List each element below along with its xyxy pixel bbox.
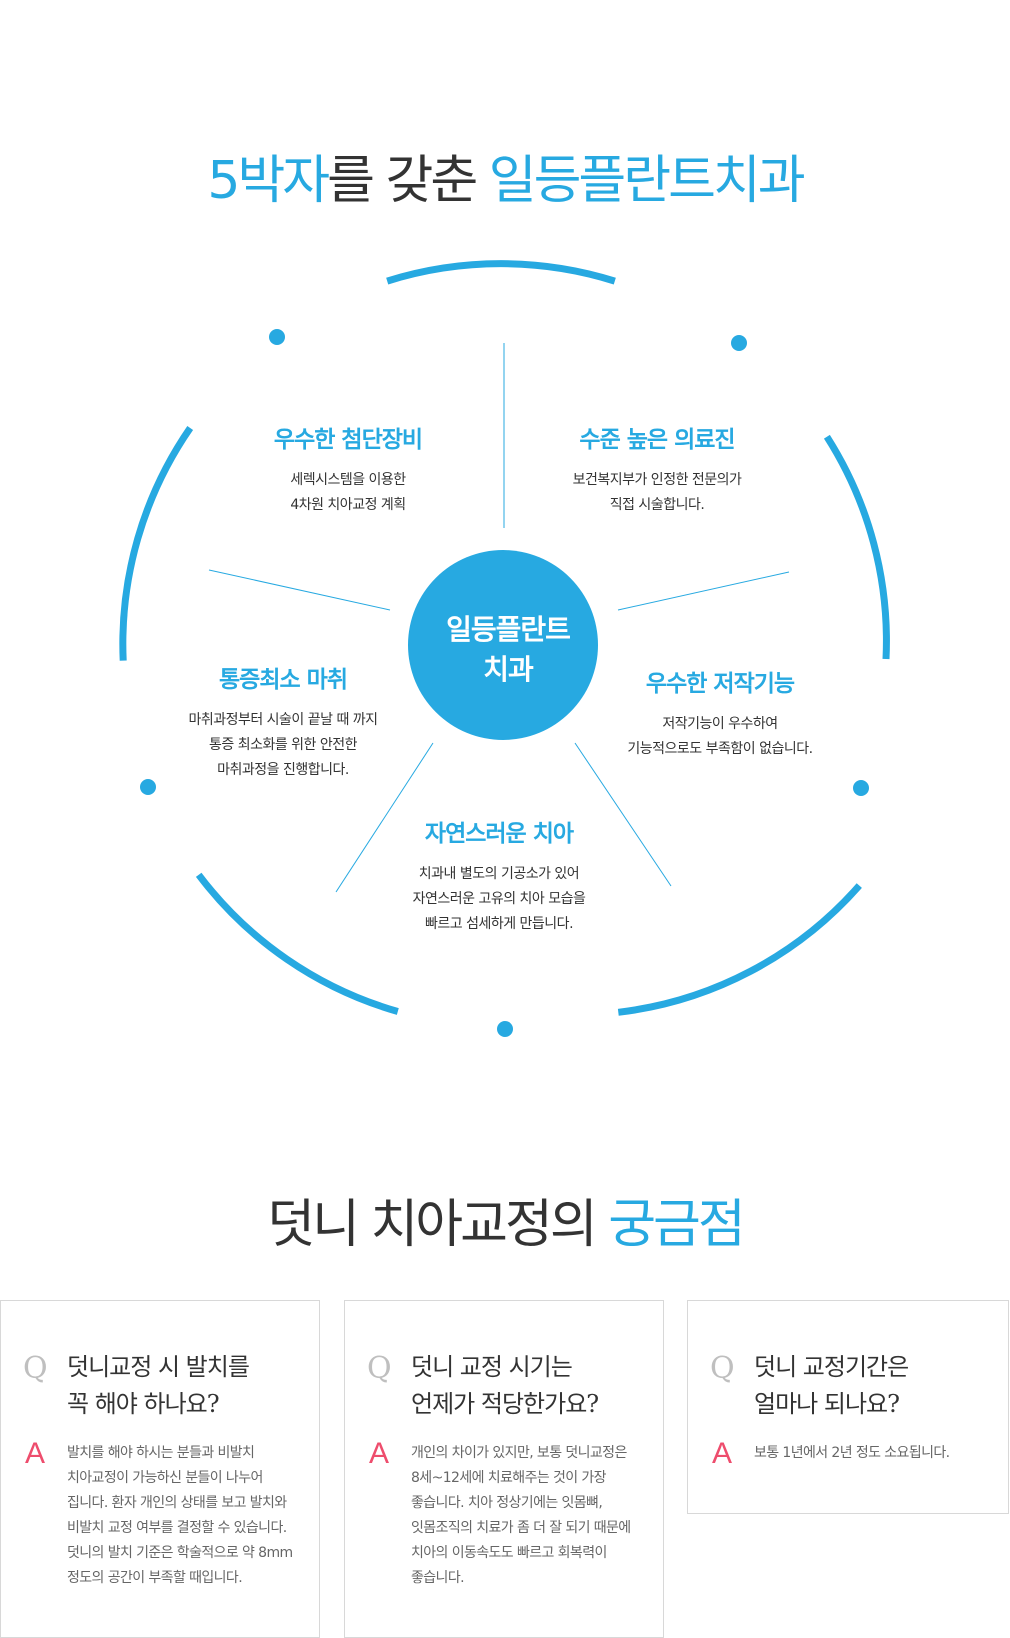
ring-arc-upper-right [823,434,890,660]
section-title-faq: 덧니 치아교정의 궁금점 [0,1182,1010,1257]
ring-arc-lower-left [195,872,399,1015]
five-factor-diagram [119,260,890,1037]
center-circle [408,550,598,740]
feature-title: 수준 높은 의료진 [579,427,735,453]
feature-title: 우수한 첨단장비 [273,427,423,453]
answer-mark-icon: A [712,1437,733,1470]
faq-answer: 발치를 해야 하시는 분들과 비발치 치아교정이 가능하신 분들이 나누어 집니… [67,1445,293,1586]
answer-mark-icon: A [25,1437,46,1470]
title-middle-text: 를 갖춘 [327,151,489,211]
ring-dot-bottom [497,1021,513,1037]
faq-question: 덧니 교정 시기는 언제가 적당한가요? [411,1353,599,1418]
section-title-5-factors: 5박자를 갖춘 일등플란트치과 [0,138,1010,213]
title-accent-5-beats: 5박자 [207,151,330,211]
faq-question: 덧니교정 시 발치를 꼭 해야 하나요? [67,1353,250,1418]
feature-description: 보건복지부가 인정한 전문의가 직접 시술합니다. [572,472,742,513]
ring-dot-upper-left [269,329,285,345]
ring-arc-upper-left [119,426,194,661]
faq-title-main: 덧니 치아교정의 [267,1195,609,1255]
feature-title: 통증최소 마취 [219,667,348,693]
center-clinic-label: 일등플란트 치과 [408,610,608,690]
center-label-line2: 치과 [483,653,534,686]
question-mark-icon: Q [367,1351,392,1386]
feature-description: 세렉시스템을 이용한 4차원 치아교정 계획 [290,472,406,513]
ring-arc-top [386,260,616,285]
ring-arc-lower-right [617,883,862,1016]
ring-dot-upper-right [731,335,747,351]
divider-line-left [208,569,391,611]
faq-answer: 보통 1년에서 2년 정도 소요됩니다. [754,1445,950,1461]
faq-question: 덧니 교정기간은 얼마나 되나요? [754,1353,909,1418]
faq-title-accent: 궁금점 [608,1195,746,1255]
divider-line-lower-right [574,742,672,887]
feature-title: 우수한 저작기능 [645,671,795,697]
feature-natural-teeth: 자연스러운 치아 치과내 별도의 기공소가 있어 자연스러운 고유의 치아 모습… [349,814,649,937]
feature-description: 치과내 별도의 기공소가 있어 자연스러운 고유의 치아 모습을 빠르고 섬세하… [412,866,586,932]
feature-painless-anesthesia: 통증최소 마취 마취과정부터 시술이 끝날 때 까지 통증 최소화를 위한 안전… [133,660,433,783]
feature-title: 자연스러운 치아 [424,821,574,847]
faq-answer: 개인의 차이가 있지만, 보통 덧니교정은 8세~12세에 치료해주는 것이 가… [411,1445,631,1586]
ring-dot-left [140,779,156,795]
feature-medical-staff: 수준 높은 의료진 보건복지부가 인정한 전문의가 직접 시술합니다. [507,420,807,518]
divider-line-right [617,571,790,611]
answer-mark-icon: A [369,1437,390,1470]
faq-card-duration: Q 덧니 교정기간은 얼마나 되나요? A 보통 1년에서 2년 정도 소요됩니… [687,1300,1009,1514]
question-mark-icon: Q [23,1351,48,1386]
feature-description: 저작기능이 우수하여 기능적으로도 부족함이 없습니다. [627,716,813,757]
question-mark-icon: Q [710,1351,735,1386]
ring-dot-right [853,780,869,796]
title-accent-clinic-name: 일등플란트치과 [488,151,806,211]
feature-advanced-equipment: 우수한 첨단장비 세렉시스템을 이용한 4차원 치아교정 계획 [198,420,498,518]
feature-description: 마취과정부터 시술이 끝날 때 까지 통증 최소화를 위한 안전한 마취과정을 … [188,712,378,778]
faq-card-timing: Q 덧니 교정 시기는 언제가 적당한가요? A 개인의 차이가 있지만, 보통… [344,1300,664,1638]
center-label-line1: 일등플란트 [446,613,571,646]
feature-chewing-function: 우수한 저작기능 저작기능이 우수하여 기능적으로도 부족함이 없습니다. [570,664,870,762]
faq-card-extraction: Q 덧니교정 시 발치를 꼭 해야 하나요? A 발치를 해야 하시는 분들과 … [0,1300,320,1638]
divider-line-lower-left [335,742,434,893]
